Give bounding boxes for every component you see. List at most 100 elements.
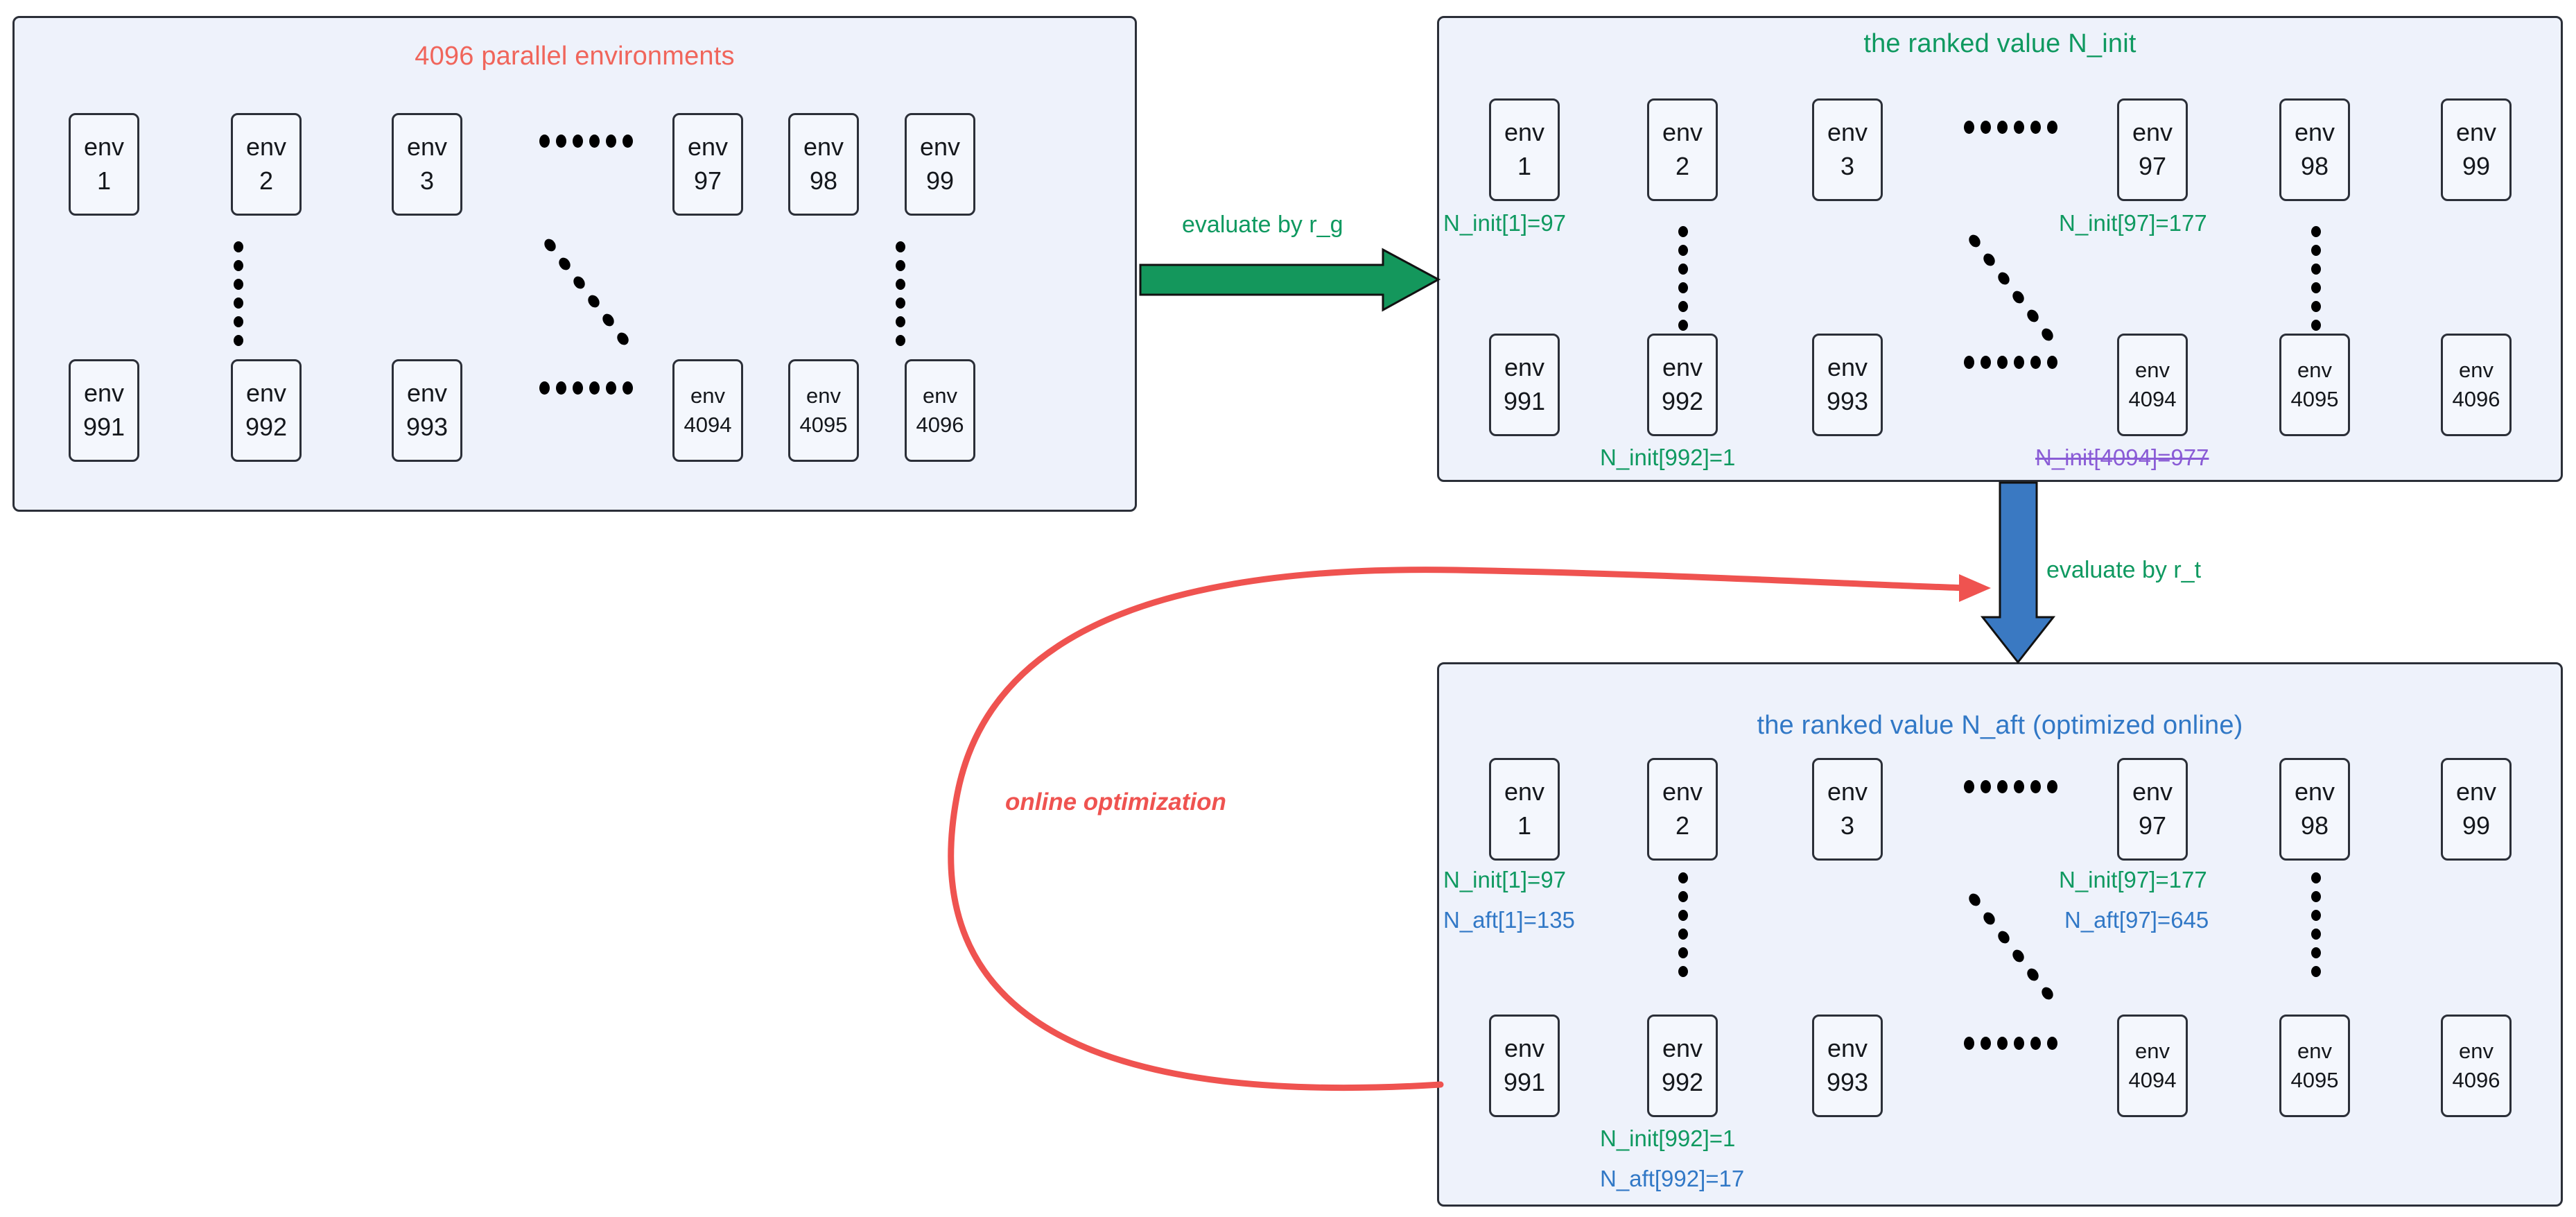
env-label: env bbox=[2455, 118, 2497, 147]
annotation-n-init-97: N_init[97]=177 bbox=[2059, 867, 2207, 892]
horizontal-ellipsis-dots bbox=[1964, 1037, 2057, 1050]
env-index: 4094 bbox=[684, 413, 732, 437]
env-index: 3 bbox=[419, 166, 435, 195]
env-index: 4094 bbox=[2128, 1068, 2177, 1092]
annotation-n-aft-97: N_aft[97]=645 bbox=[2064, 907, 2209, 933]
env-box: env 1 bbox=[69, 113, 139, 216]
env-label: env bbox=[2294, 118, 2335, 147]
env-index: 992 bbox=[245, 413, 288, 441]
env-index: 992 bbox=[1661, 1068, 1704, 1096]
env-box: env 1 bbox=[1489, 758, 1560, 861]
env-index: 992 bbox=[1661, 387, 1704, 415]
env-label: env bbox=[923, 383, 957, 408]
env-index: 97 bbox=[2138, 811, 2167, 840]
env-index: 98 bbox=[2300, 152, 2329, 180]
env-index: 1 bbox=[1517, 152, 1532, 180]
horizontal-ellipsis-dots bbox=[539, 135, 633, 148]
env-label: env bbox=[2132, 118, 2173, 147]
env-index: 2 bbox=[1675, 811, 1690, 840]
annotation-n-init-992: N_init[992]=1 bbox=[1600, 444, 1736, 470]
env-box: env 1 bbox=[1489, 98, 1560, 201]
env-box: env 4096 bbox=[2441, 1015, 2512, 1117]
panel-parallel-environments: 4096 parallel environments env 1 env 2 e… bbox=[12, 16, 1137, 512]
env-label: env bbox=[1827, 1034, 1868, 1063]
annotation-n-init-1: N_init[1]=97 bbox=[1443, 210, 1567, 236]
annotation-n-init-992: N_init[992]=1 bbox=[1600, 1125, 1736, 1151]
env-index: 991 bbox=[1503, 387, 1546, 415]
env-label: env bbox=[2297, 1039, 2332, 1064]
env-label: env bbox=[1662, 777, 1703, 806]
env-label: env bbox=[1504, 1034, 1545, 1063]
env-box: env 99 bbox=[905, 113, 975, 216]
vertical-ellipsis-dots bbox=[234, 241, 243, 346]
arrow-evaluate-by-rt bbox=[1980, 481, 2056, 664]
horizontal-ellipsis-dots bbox=[539, 381, 633, 395]
env-box: env 3 bbox=[1812, 98, 1883, 201]
env-label: env bbox=[2135, 358, 2170, 383]
env-label: env bbox=[1662, 353, 1703, 382]
env-label: env bbox=[406, 132, 448, 162]
arrow-label-evaluate-by-rg: evaluate by r_g bbox=[1182, 212, 1343, 238]
env-index: 993 bbox=[406, 413, 449, 441]
env-box: env 993 bbox=[1812, 1015, 1883, 1117]
horizontal-ellipsis-dots bbox=[1964, 121, 2057, 134]
env-box: env 4096 bbox=[2441, 334, 2512, 436]
env-label: env bbox=[1504, 118, 1545, 147]
env-index: 993 bbox=[1826, 1068, 1869, 1096]
env-label: env bbox=[83, 379, 125, 408]
env-box: env 991 bbox=[69, 359, 139, 462]
env-index: 97 bbox=[693, 166, 722, 195]
env-index: 991 bbox=[1503, 1068, 1546, 1096]
panel-ranked-n-aft: the ranked value N_aft (optimized online… bbox=[1437, 662, 2563, 1207]
env-box: env 992 bbox=[1647, 334, 1718, 436]
env-index: 99 bbox=[2462, 811, 2491, 840]
annotation-n-init-1: N_init[1]=97 bbox=[1443, 867, 1567, 892]
diagonal-ellipsis-dots bbox=[1966, 891, 2066, 1002]
vertical-ellipsis-dots bbox=[896, 241, 905, 346]
panel-parallel-environments-title: 4096 parallel environments bbox=[415, 42, 735, 71]
vertical-ellipsis-dots bbox=[2311, 872, 2321, 977]
env-label: env bbox=[2459, 1039, 2494, 1064]
env-box: env 97 bbox=[2117, 758, 2188, 861]
env-label: env bbox=[2297, 358, 2332, 383]
env-index: 993 bbox=[1826, 387, 1869, 415]
env-index: 4096 bbox=[916, 413, 964, 437]
env-box: env 4094 bbox=[2117, 334, 2188, 436]
env-index: 99 bbox=[2462, 152, 2491, 180]
env-label: env bbox=[1504, 777, 1545, 806]
env-label: env bbox=[83, 132, 125, 162]
env-index: 3 bbox=[1840, 152, 1855, 180]
diagonal-ellipsis-dots bbox=[1966, 232, 2066, 343]
env-box: env 97 bbox=[2117, 98, 2188, 201]
env-label: env bbox=[1662, 1034, 1703, 1063]
env-label: env bbox=[1662, 118, 1703, 147]
env-box: env 3 bbox=[1812, 758, 1883, 861]
env-box: env 993 bbox=[392, 359, 462, 462]
env-index: 991 bbox=[82, 413, 125, 441]
curve-label-online-optimization: online optimization bbox=[1005, 788, 1226, 815]
env-box: env 2 bbox=[231, 113, 302, 216]
env-box: env 992 bbox=[1647, 1015, 1718, 1117]
env-box: env 99 bbox=[2441, 98, 2512, 201]
annotation-n-init-97: N_init[97]=177 bbox=[2059, 210, 2207, 236]
panel-ranked-n-init: the ranked value N_init env 1 env 2 env … bbox=[1437, 16, 2563, 482]
env-label: env bbox=[245, 132, 287, 162]
env-index: 4096 bbox=[2452, 1068, 2500, 1092]
horizontal-ellipsis-dots bbox=[1964, 356, 2057, 369]
env-label: env bbox=[406, 379, 448, 408]
arrow-label-evaluate-by-rt: evaluate by r_t bbox=[2046, 557, 2202, 583]
env-box: env 98 bbox=[788, 113, 859, 216]
env-label: env bbox=[690, 383, 725, 408]
panel-ranked-n-aft-title: the ranked value N_aft (optimized online… bbox=[1757, 711, 2243, 740]
env-index: 3 bbox=[1840, 811, 1855, 840]
env-box: env 4094 bbox=[672, 359, 743, 462]
env-box: env 991 bbox=[1489, 1015, 1560, 1117]
env-label: env bbox=[2455, 777, 2497, 806]
env-box: env 993 bbox=[1812, 334, 1883, 436]
vertical-ellipsis-dots bbox=[1678, 872, 1688, 977]
env-index: 99 bbox=[925, 166, 955, 195]
vertical-ellipsis-dots bbox=[2311, 226, 2321, 331]
env-box: env 2 bbox=[1647, 98, 1718, 201]
env-box: env 992 bbox=[231, 359, 302, 462]
